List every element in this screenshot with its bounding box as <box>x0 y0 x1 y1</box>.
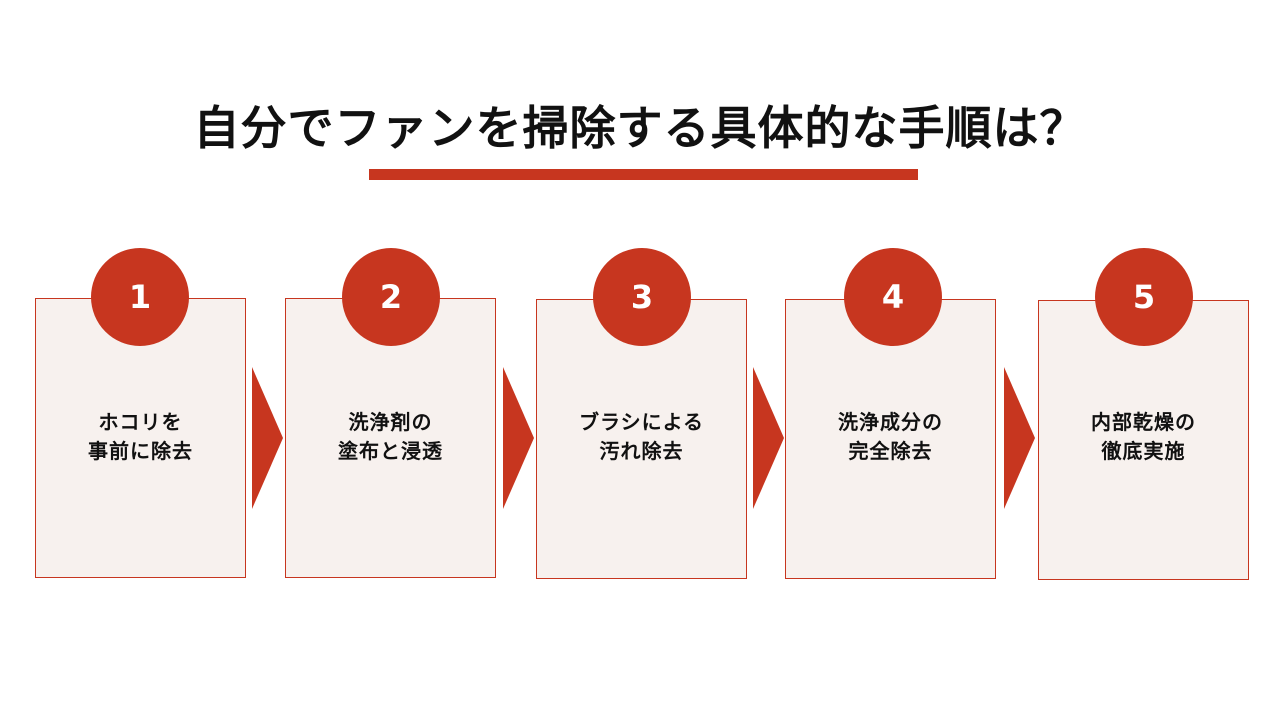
step-number-badge-5: 5 <box>1095 248 1193 346</box>
step-label-4: 洗浄成分の 完全除去 <box>785 408 996 466</box>
page-title: 自分でファンを掃除する具体的な手順は？ <box>193 101 1087 155</box>
step-label-5-line1: 内部乾燥の <box>1091 410 1196 434</box>
step-number-badge-1: 1 <box>91 248 189 346</box>
arrow-right-icon <box>503 367 534 509</box>
step-label-2-line1: 洗浄剤の <box>348 410 433 434</box>
step-label-1: ホコリを 事前に除去 <box>35 408 246 466</box>
step-label-5: 内部乾燥の 徹底実施 <box>1038 408 1249 466</box>
step-number-badge-3: 3 <box>593 248 691 346</box>
step-box-5 <box>1038 300 1249 580</box>
step-label-1-line1: ホコリを <box>98 410 183 434</box>
step-label-2-line2: 塗布と浸透 <box>338 439 443 463</box>
step-label-3: ブラシによる 汚れ除去 <box>536 408 747 466</box>
step-label-1-line2: 事前に除去 <box>88 439 193 463</box>
arrow-right-icon <box>753 367 784 509</box>
step-label-3-line1: ブラシによる <box>579 410 704 434</box>
title-underline <box>369 169 918 180</box>
step-number-badge-2: 2 <box>342 248 440 346</box>
step-label-5-line2: 徹底実施 <box>1101 439 1186 463</box>
step-label-3-line2: 汚れ除去 <box>599 439 684 463</box>
step-number-badge-4: 4 <box>844 248 942 346</box>
arrow-right-icon <box>1004 367 1035 509</box>
step-label-2: 洗浄剤の 塗布と浸透 <box>285 408 496 466</box>
step-label-4-line1: 洗浄成分の <box>838 410 943 434</box>
step-label-4-line2: 完全除去 <box>848 439 933 463</box>
arrow-right-icon <box>252 367 283 509</box>
